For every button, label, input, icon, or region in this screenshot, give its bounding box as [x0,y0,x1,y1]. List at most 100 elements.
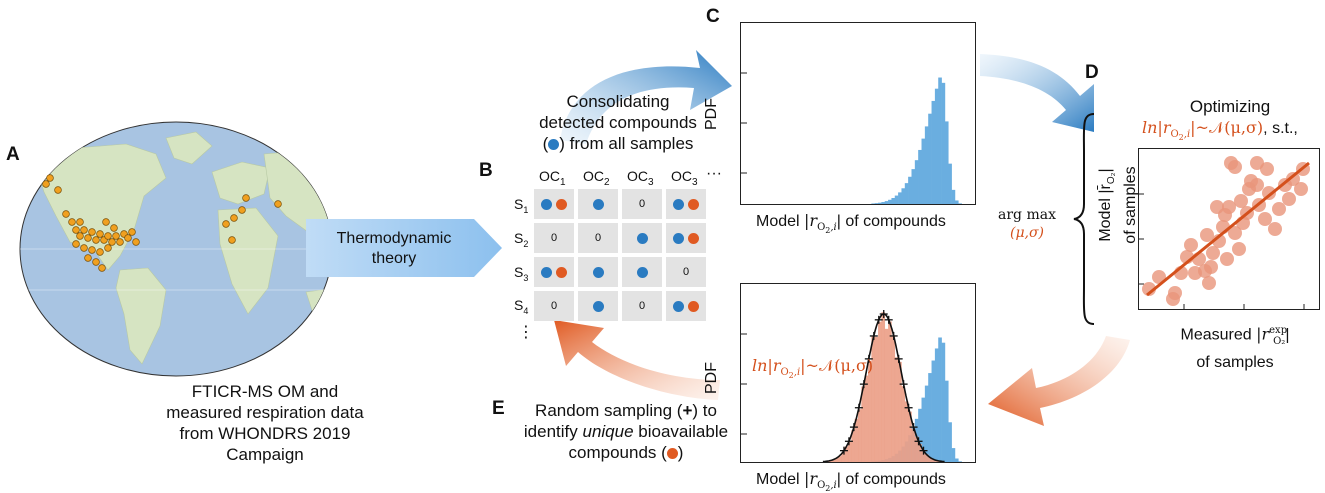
consolidating-line: detected compounds [539,113,697,132]
histogram-bar [924,385,929,462]
row-label: S3 [514,264,529,283]
histogram-bar [931,100,936,204]
table-cell: 0 [666,257,706,287]
panel-d-condition: ln|rO2,i|~𝒩(μ,σ), s.t., [1142,118,1298,143]
col-header: OC1 [539,168,566,188]
theory-line: theory [371,250,417,267]
histogram-bar [871,203,876,204]
histogram-bar [938,337,942,462]
table-cell [622,257,662,287]
blue-dot-icon [592,300,604,312]
table-cell: 0 [534,223,574,253]
scatter-point [1260,162,1274,176]
table-cell [578,257,618,287]
histogram-bar [908,176,912,204]
histogram-bar [851,430,855,462]
histogram-bar [904,401,909,462]
table-cell: 0 [578,223,618,253]
histogram-bar [918,444,922,462]
scatter-point [1262,186,1276,200]
blue-dot-icon [636,266,648,278]
histogram-bar [868,361,872,462]
caption-line: from WHONDRS 2019 [179,424,351,443]
histogram-bar [874,203,879,204]
histogram-bar [914,160,919,204]
consolidating-text: Consolidating detected compounds ( ) from… [518,91,718,154]
panel-label-c: C [706,6,720,27]
scatter-point [1142,282,1156,296]
sample-marker [844,437,853,446]
histogram-bar [891,336,896,462]
histogram-bar [924,454,929,462]
caption-line: FTICR-MS OM and [191,382,339,401]
histogram-bar [928,113,932,204]
ylabel-line-2: of samples [1122,166,1140,244]
orange-dot-icon [688,198,699,210]
curly-brace [1073,113,1095,325]
histogram-e [741,310,962,462]
scatter-point [1232,242,1246,256]
row-label: S4 [514,297,529,316]
sample-marker [869,331,878,340]
col-header: OC3 [671,168,698,188]
orange-dot-icon [688,300,699,312]
panel-e-xlabel: Model |rO2,i| of compounds [756,469,946,493]
histogram-bar [911,169,916,204]
scatter-point [1228,160,1242,174]
table-cell: 0 [622,189,662,219]
histogram-bar [954,200,959,204]
scatter-point [1200,228,1214,242]
histogram-bar [954,458,959,462]
panel-label-a: A [6,144,20,165]
histogram-bar [858,409,862,462]
histogram-bar [944,121,949,204]
histogram-bar [948,163,952,204]
sample-marker [859,380,868,389]
histogram-bar [921,397,926,462]
panel-e-dist-label: ln|rO2,i|~𝒩(μ,σ) [752,356,874,381]
histogram-bar [901,386,906,462]
histogram-bar [861,386,865,462]
sample-marker [904,403,913,412]
horizontal-ellipsis: ··· [706,165,722,182]
row-label: S2 [514,230,529,249]
histogram-bar [951,448,956,462]
e-line-2: identify unique bioavailable [523,422,729,441]
blue-dot-icon [548,139,560,150]
histogram-bar [884,201,889,204]
panel-d-ylabel: Model |r̄O₂| of samples [1096,120,1140,290]
blue-dot-icon [592,198,604,210]
consolidating-line: Consolidating [566,92,670,111]
scatter-point [1188,266,1202,280]
arrow-b-to-c [560,50,732,144]
table-cell [534,257,574,287]
histogram-bar [921,138,926,204]
theory-line: Thermodynamic [336,230,452,247]
consolidating-line: ) from all samples [559,134,694,153]
blue-dot-icon [673,232,684,244]
table-cell [666,189,706,219]
scatter-point [1286,172,1300,186]
sample-marker [879,310,888,318]
table-cell: 0 [534,291,574,321]
paren: ( [542,134,549,153]
histogram-bar [854,418,859,462]
histogram-bar [844,446,849,462]
row-label: S1 [514,196,529,215]
blue-dot-icon [541,198,552,210]
orange-dot-icon [666,448,678,459]
histogram-bar [888,199,892,204]
histogram-bar [874,336,879,462]
histogram-bar [837,456,842,462]
sample-marker [919,446,928,455]
panel-label-e: E [492,398,505,419]
panel-e-text: Random sampling (+) to identify unique b… [518,400,734,463]
histogram-bar [934,348,939,462]
histogram-bar [904,183,909,204]
sample-marker [864,354,873,363]
scatter-point [1184,238,1198,252]
panel-label-b: B [479,160,493,181]
sample-marker [874,315,883,324]
scatter-point [1202,276,1216,290]
histogram-bar [918,408,922,462]
